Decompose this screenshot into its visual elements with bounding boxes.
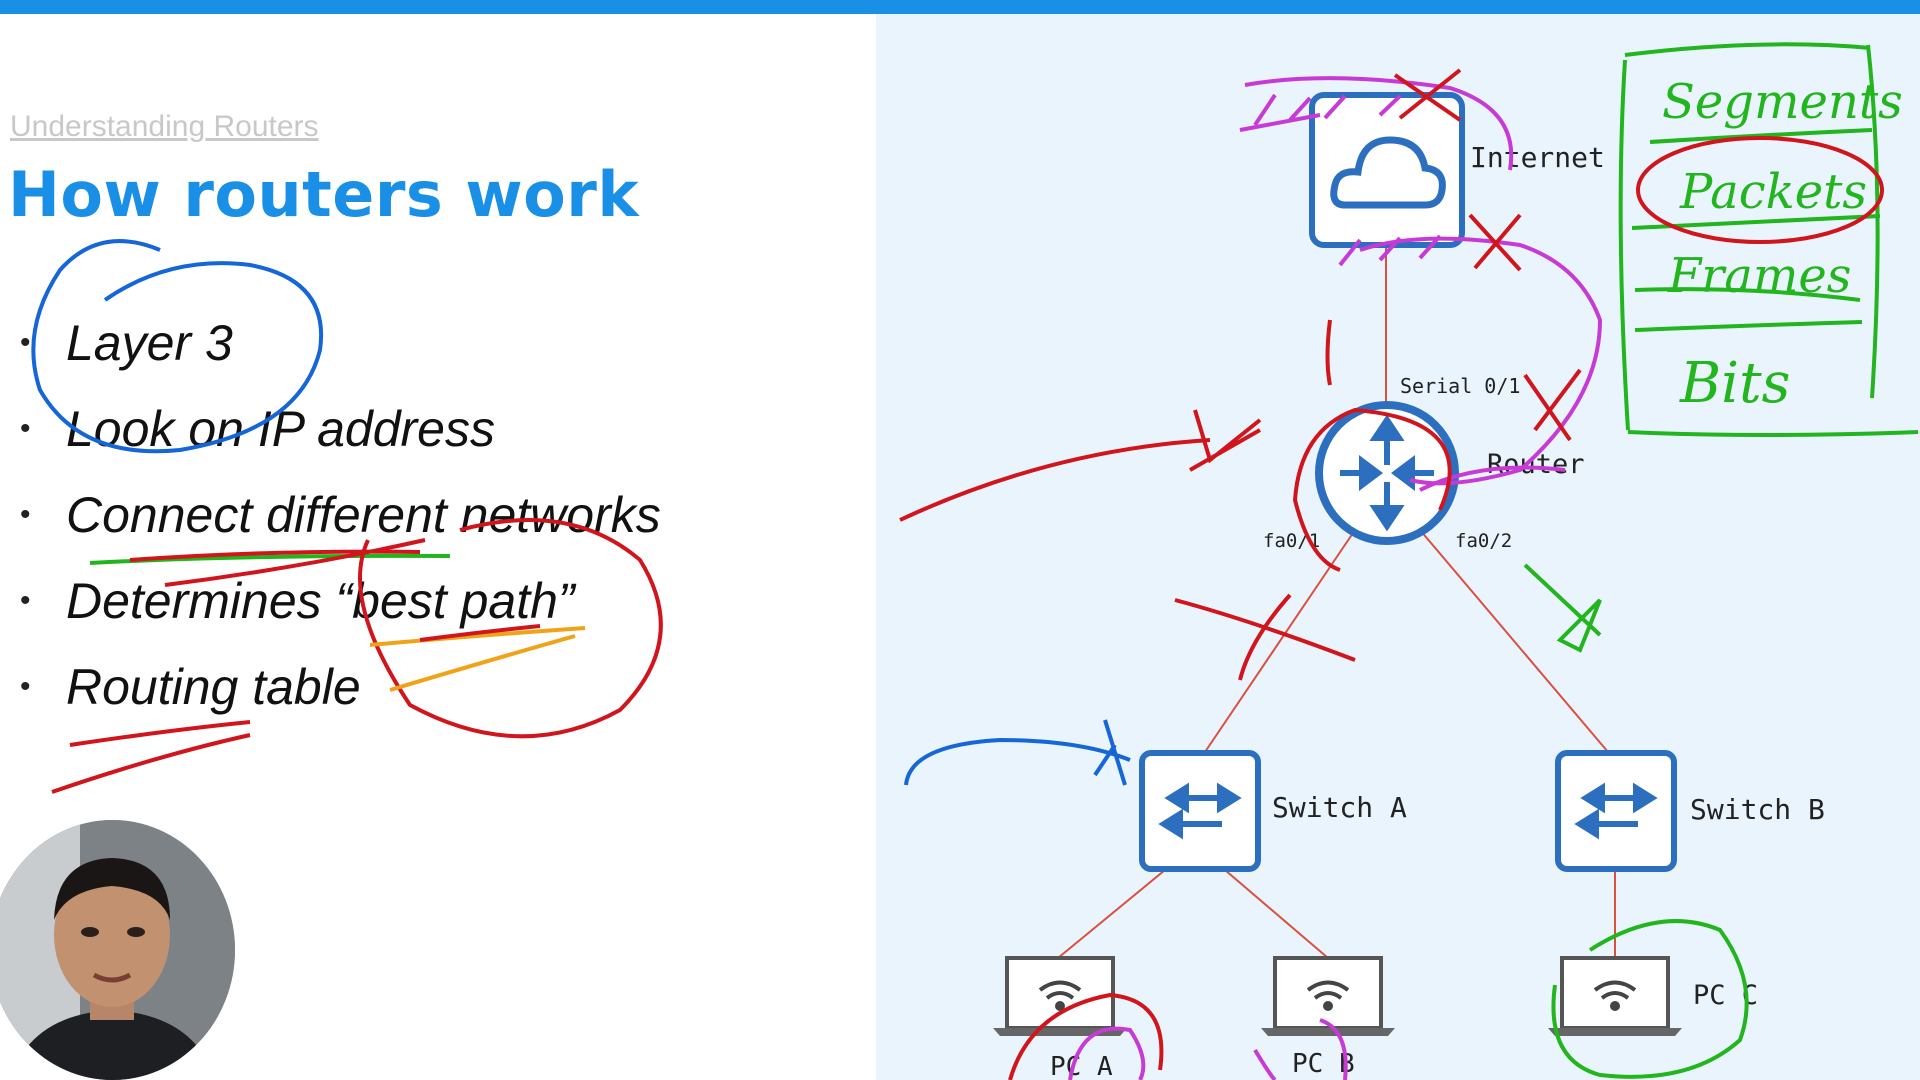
wifi-icon	[1306, 980, 1350, 1011]
routing-table-underline-ink	[69, 720, 251, 747]
pc-b-device[interactable]	[1261, 956, 1395, 1036]
switch-b-label: Switch B	[1690, 793, 1825, 826]
fa02-port-label: fa0/2	[1455, 530, 1512, 552]
bullet-dot: •	[20, 670, 31, 703]
page-title: How routers work	[8, 158, 640, 231]
link-router-switch-b	[1419, 529, 1609, 753]
wifi-icon	[1038, 980, 1082, 1011]
osi-segments-ink: Segments	[1662, 74, 1903, 130]
best-path-underline-ink	[369, 626, 586, 647]
bullet-item: • Routing table	[20, 644, 661, 730]
cloud-icon	[1330, 136, 1446, 209]
bullet-list: •Layer 3 •Look on IP address •Connect di…	[20, 300, 661, 730]
bullet-dot: •	[20, 412, 31, 445]
underline-red-ink	[129, 549, 421, 562]
wifi-icon	[1593, 980, 1637, 1011]
routing-table-underline-ink	[51, 733, 251, 794]
bullet-text: Routing table	[66, 659, 361, 715]
switch-a-label: Switch A	[1272, 791, 1407, 824]
best-path-underline-ink	[389, 634, 576, 692]
switch-arrows-icon	[1158, 782, 1242, 840]
packets-circle-ink	[1636, 136, 1884, 244]
link-switch-a-pc-a	[1057, 869, 1166, 959]
router-circle-ink	[1292, 407, 1452, 572]
osi-packets-ink: Packets	[1679, 164, 1867, 220]
switch-a-device[interactable]	[1139, 750, 1261, 872]
link-switch-a-pc-b	[1224, 869, 1329, 959]
layer3-circle-ink	[31, 239, 324, 454]
switch-arrows-icon	[1574, 782, 1658, 840]
arrow-to-switch-a-ink	[904, 719, 1131, 786]
arrow-to-router-ink	[899, 409, 1262, 522]
best-path-circle-ink	[358, 518, 663, 739]
router-device[interactable]	[1315, 401, 1459, 545]
bullet-item: • Layer 3	[20, 300, 661, 386]
cross-marks-ink	[1174, 68, 1582, 681]
internet-label: Internet	[1470, 141, 1605, 174]
internet-device[interactable]	[1309, 92, 1465, 248]
pc-b-magenta-ink	[1253, 1018, 1348, 1080]
pc-a-device[interactable]	[993, 956, 1127, 1036]
osi-frames-ink: Frames	[1667, 248, 1851, 304]
pc-a-label: PC A	[1050, 1052, 1113, 1080]
pc-a-magenta-ink	[1068, 1026, 1146, 1080]
bullet-text: Layer 3	[66, 315, 233, 371]
pc-c-circle-ink	[1551, 919, 1749, 1079]
bullet-dot: •	[20, 584, 31, 617]
bullet-dot: •	[20, 498, 31, 531]
arrow-to-switch-b-ink	[1523, 563, 1602, 653]
pc-a-circle-ink	[1008, 992, 1164, 1080]
bullet-dot: •	[20, 326, 31, 359]
top-accent-bar	[0, 0, 1920, 14]
switch-b-device[interactable]	[1555, 750, 1677, 872]
bullet-item: • Determines “best path”	[20, 558, 661, 644]
breadcrumb[interactable]: Understanding Routers	[10, 110, 319, 143]
serial-port-label: Serial 0/1	[1400, 374, 1520, 398]
pc-c-device[interactable]	[1548, 956, 1682, 1036]
osi-bits-ink: Bits	[1679, 351, 1790, 416]
bullet-text: Determines “best path”	[66, 573, 575, 629]
link-router-switch-a	[1204, 529, 1356, 753]
presenter-webcam	[0, 820, 235, 1080]
router-arrows-icon	[1340, 414, 1434, 532]
best-path-underline-ink	[419, 624, 541, 642]
osi-layers-ink	[1618, 42, 1919, 437]
bullet-item: • Connect different networks	[20, 472, 661, 558]
underline-red-ink	[164, 538, 426, 587]
bullet-text: Connect different networks	[66, 487, 661, 543]
